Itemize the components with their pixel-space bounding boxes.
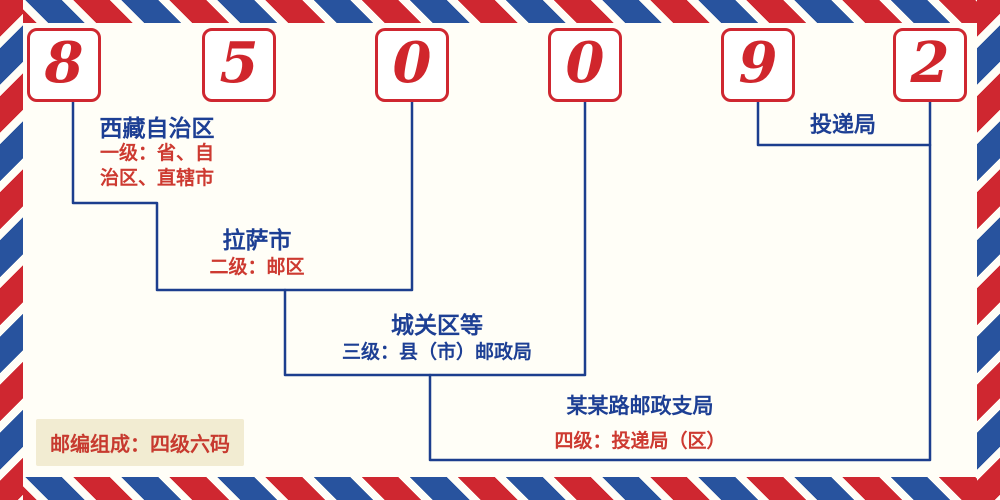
level3-desc-label: 三级：县（市）邮政局 [341, 341, 533, 363]
composition-note: 邮编组成：四级六码 [36, 419, 244, 466]
airmail-border-right [977, 0, 1000, 500]
airmail-border-bottom [0, 477, 1000, 500]
level1-region-label: 西藏自治区 [99, 116, 215, 142]
level4-region-label: 某某路邮政支局 [566, 394, 714, 418]
delivery-office-label: 投递局 [809, 113, 877, 138]
digit-3: 0 [392, 30, 432, 96]
digit-box-4: 0 [548, 28, 622, 102]
connector-delivery [756, 100, 932, 147]
airmail-border-left [0, 0, 23, 500]
digit-box-2: 5 [202, 28, 276, 102]
digit-6: 2 [910, 30, 950, 96]
connector-level4 [428, 100, 932, 462]
digit-4: 0 [565, 30, 605, 96]
level3-region-label: 城关区等 [391, 313, 483, 339]
digit-box-1: 8 [27, 28, 101, 102]
digit-box-3: 0 [375, 28, 449, 102]
airmail-border-top [0, 0, 1000, 23]
digit-box-6: 2 [893, 28, 967, 102]
digit-5: 9 [738, 30, 778, 96]
digit-1: 8 [44, 30, 84, 96]
connector-level3 [283, 100, 587, 377]
level4-desc-label: 四级：投递局（区） [554, 430, 726, 452]
digit-2: 5 [219, 30, 259, 96]
level1-desc-label: 一级：省、自治区、直辖市 [99, 142, 214, 190]
level2-region-label: 拉萨市 [222, 228, 292, 254]
level2-desc-label: 二级：邮区 [209, 256, 305, 278]
connector-level1-level2 [71, 100, 414, 292]
digit-box-5: 9 [721, 28, 795, 102]
